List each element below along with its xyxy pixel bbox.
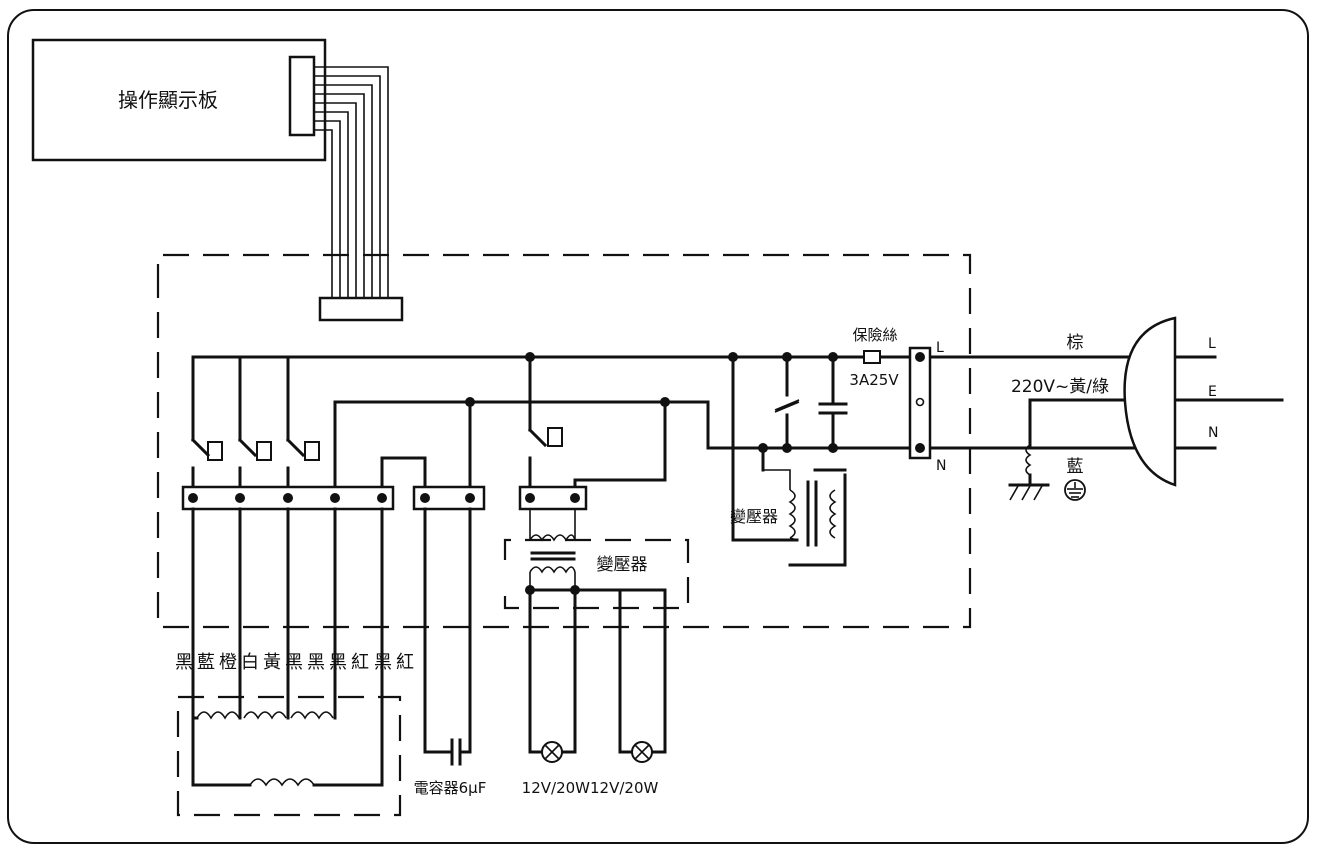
filter-capacitor-icon [818, 355, 848, 450]
plug-N-label: N [1208, 425, 1218, 441]
wire-color-6: 黑 [285, 652, 303, 673]
wire-color-11: 紅 [396, 652, 414, 673]
earth-coil-icon [1008, 444, 1050, 501]
lamp-2-icon [631, 741, 653, 763]
capacitor-label: 電容器6μF [414, 779, 487, 797]
wire-color-7: 黑 [307, 652, 325, 673]
plug-icon [1123, 316, 1177, 487]
neutral-bus [333, 400, 710, 489]
wire-color-8: 黑 [329, 652, 347, 673]
wire-color-2: 藍 [197, 652, 215, 673]
terminal-L-label: L [936, 340, 944, 356]
motor-wires [191, 507, 384, 787]
relay-contacts [190, 355, 563, 489]
display-board-label: 操作顯示板 [118, 88, 218, 112]
lamp-1-icon [541, 741, 563, 763]
mains-blue-label: 藍 [1067, 457, 1084, 477]
fuse-label: 保險絲 [852, 326, 897, 344]
display-board-connector [288, 55, 316, 137]
input-terminal-block [908, 346, 932, 460]
terminal-block-lamp [518, 485, 588, 511]
lamp-wiring [528, 588, 667, 754]
lamp-transformer-label: 變壓器 [597, 555, 648, 575]
control-box-outline [156, 253, 972, 629]
power-transformer-label: 變壓器 [730, 507, 778, 526]
wire-color-9: 紅 [351, 652, 369, 673]
terminal-block-motor [181, 485, 395, 511]
fuse-icon [863, 350, 881, 364]
lamp-neutral-wire [573, 400, 667, 489]
diagram-frame [7, 9, 1309, 844]
junction-dots [465, 352, 838, 595]
lamp-transformer [503, 509, 690, 610]
wire-color-4: 白 [241, 652, 259, 673]
motor-windings [176, 695, 402, 817]
ground-icon [1064, 479, 1086, 501]
capacitor-icon [423, 507, 472, 766]
terminal-N-label: N [936, 458, 946, 474]
mains-brown-label: 棕 [1067, 333, 1084, 353]
lamp-label: 12V/20W12V/20W [522, 779, 659, 797]
ribbon-connector [318, 296, 404, 322]
wire-color-labels: 黑 藍 橙 白 黃 黑 黑 黑 紅 黑 紅 [175, 652, 414, 673]
wire-color-5: 黃 [263, 652, 281, 673]
line-E [1028, 398, 1284, 447]
wire-color-10: 黑 [374, 652, 392, 673]
terminal-block-capacitor [412, 485, 486, 511]
power-transformer [731, 355, 847, 567]
ribbon-cable [314, 66, 389, 298]
varistor-icon [774, 355, 800, 450]
mains-voltage-label: 220V~黃/綠 [1011, 377, 1109, 397]
line-N [706, 400, 1217, 450]
wire-color-3: 橙 [219, 652, 237, 673]
wire-color-1: 黑 [175, 652, 193, 673]
plug-E-label: E [1208, 384, 1217, 400]
fuse-rating: 3A25V [849, 371, 899, 389]
capacitor-wire-a [380, 456, 427, 489]
plug-L-label: L [1208, 336, 1216, 352]
display-board [31, 38, 327, 162]
